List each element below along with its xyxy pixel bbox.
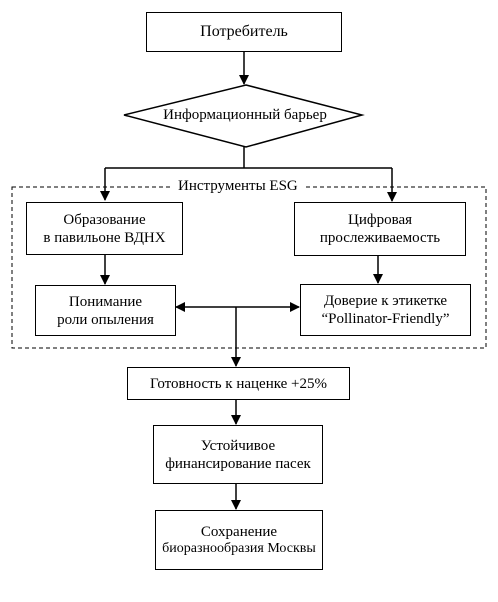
trust-label-line1: Доверие к этикетке <box>323 293 448 309</box>
understanding-label-line2: роли опыления <box>57 311 154 328</box>
esg-group-label: Инструменты ESG <box>172 178 304 195</box>
barrier-label: Информационный барьер <box>140 100 350 130</box>
education-box: Образование в павильоне ВДНХ <box>26 202 183 255</box>
barrier-text: Информационный барьер <box>163 106 327 123</box>
understanding-label-line1: Понимание <box>68 293 143 310</box>
readiness-label: Готовность к наценке +25% <box>149 375 327 392</box>
financing-box: Устойчивое финансирование пасек <box>153 425 323 484</box>
education-label-line1: Образование <box>63 211 146 228</box>
digital-label-line1: Цифровая <box>347 212 413 228</box>
digital-box: Цифровая прослеживаемость <box>294 202 466 256</box>
preservation-label-line1: Сохранение <box>200 523 278 540</box>
financing-label-line1: Устойчивое <box>200 437 276 454</box>
preservation-box: Сохранение биоразнообразия Москвы <box>155 510 323 570</box>
consumer-box: Потребитель <box>146 12 342 52</box>
information-barrier-diamond <box>123 84 365 148</box>
trust-label-line2: “Pollinator-Friendly” <box>321 311 450 327</box>
trust-box: Доверие к этикетке “Pollinator-Friendly” <box>300 284 471 336</box>
esg-group-boundary <box>11 186 487 349</box>
financing-label-line2: финансирование пасек <box>165 455 311 472</box>
consumer-label: Потребитель <box>200 23 288 41</box>
readiness-box: Готовность к наценке +25% <box>127 367 350 400</box>
digital-label-line2: прослеживаемость <box>319 230 441 246</box>
preservation-label-line2: биоразнообразия Москвы <box>162 540 316 556</box>
understanding-box: Понимание роли опыления <box>35 285 176 336</box>
education-label-line2: в павильоне ВДНХ <box>43 229 166 246</box>
